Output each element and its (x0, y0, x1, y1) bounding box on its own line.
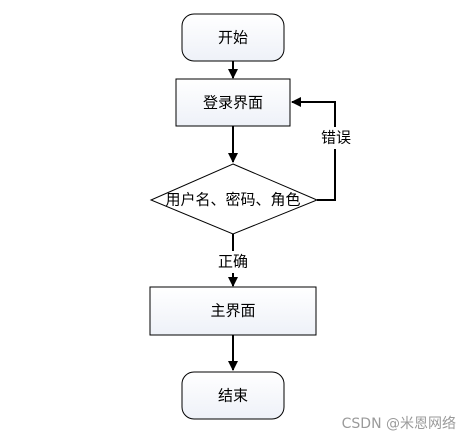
decision-node: 用户名、密码、角色 (149, 163, 319, 235)
end-node-label: 结束 (218, 387, 248, 405)
start-node-label: 开始 (218, 29, 248, 47)
ok-label-bg (214, 251, 252, 273)
main-node-label: 主界面 (210, 302, 255, 320)
error-label-bg (318, 127, 354, 149)
login-node: 登录界面 (175, 78, 291, 127)
main-node: 主界面 (149, 286, 317, 336)
decision-node-label: 用户名、密码、角色 (165, 191, 300, 209)
arrow-error-loop (291, 97, 336, 201)
error-label: 错误 (321, 129, 351, 147)
watermark: CSDN @米恩网络 (341, 416, 456, 432)
end-node: 结束 (181, 371, 285, 420)
login-node-label: 登录界面 (203, 94, 263, 112)
start-node: 开始 (181, 13, 285, 62)
ok-label: 正确 (218, 253, 248, 271)
